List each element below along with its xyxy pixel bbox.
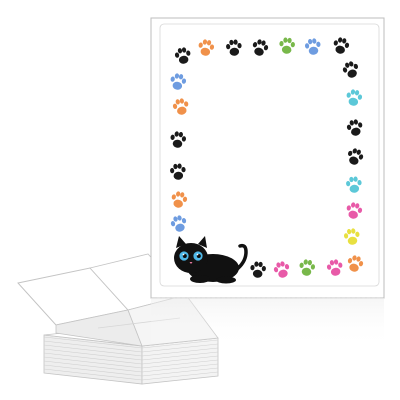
black-cat-illustration [174, 236, 248, 284]
